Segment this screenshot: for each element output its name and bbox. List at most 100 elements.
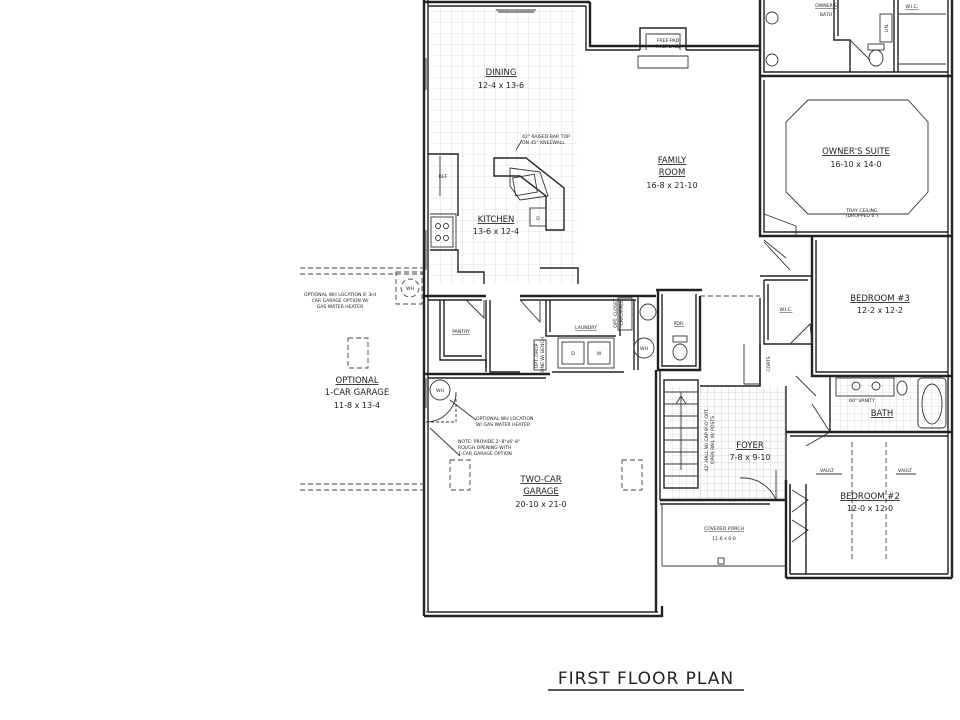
garage-walls — [425, 378, 656, 613]
fireplace-note-2: FIREPLACE — [656, 44, 681, 50]
water-heater — [633, 337, 655, 359]
bath-label: BATH — [871, 409, 894, 419]
rough-note-3: 1-CAR GARAGE OPTION — [458, 451, 512, 457]
kitchen-island — [493, 157, 565, 231]
owners-bath — [765, 0, 946, 72]
tray-note-1: TRAY CEILING — [845, 208, 878, 214]
owners-bath-label: OWNER'S — [815, 3, 837, 9]
ref-label: REF — [439, 174, 448, 180]
dining-window — [496, 9, 536, 13]
foyer-tile-floor — [666, 386, 786, 500]
pdr-toilet — [672, 335, 688, 361]
wh-pdr-label: WH — [640, 346, 648, 352]
pantry-label: PANTRY — [452, 329, 470, 335]
family-label-2: ROOM — [659, 168, 686, 178]
foyer-label: FOYER — [736, 441, 764, 451]
fireplace — [637, 27, 689, 69]
rough-opening-leader — [429, 427, 461, 457]
optional-wh-note-3: GAS WATER HEATER — [317, 304, 364, 310]
half-wall-note-1: 42" HALL W/ CAP 8'-0" OPT. — [704, 408, 710, 471]
exterior-walls — [422, 0, 954, 618]
vanity-note: 60" VANITY — [849, 398, 875, 404]
optional-garage-label: OPTIONAL — [335, 376, 378, 386]
dryer-label: D — [571, 351, 575, 357]
opt-drop-note-1: OPT. DROP — [534, 343, 540, 368]
porch-dims: 11-6 x 6-0 — [712, 536, 736, 542]
opt-closet-note-1: OPT. CLOSET — [613, 298, 619, 328]
garage-skylight-left — [449, 459, 471, 491]
vault-right-note: VAULT — [898, 468, 912, 474]
bedroom2-dims: 12-0 x 12-0 — [847, 504, 893, 513]
stairs — [663, 379, 699, 489]
bar-top-leader — [515, 139, 523, 151]
vault-left-note: VAULT — [820, 468, 834, 474]
owners-suite-dims: 16-10 x 14-0 — [830, 160, 881, 169]
wh-leader — [449, 399, 477, 421]
owners-suite — [763, 99, 929, 236]
optional-wh2-note-2: W/ GAS WATER HEATER — [476, 422, 531, 428]
coat-closet — [743, 344, 760, 385]
bedroom2 — [786, 430, 952, 574]
laundry-label: LAUNDRY — [575, 325, 597, 331]
optional-wh-note-2: CAR GARAGE OPTION W/ — [312, 298, 369, 304]
suite-hall-door — [763, 239, 787, 259]
optional-garage-skylight — [347, 337, 369, 369]
optional-garage-label-2: 1-CAR GARAGE — [325, 388, 389, 398]
owners-wic-label: W.I.C. — [906, 4, 919, 10]
coats-label: COATS — [766, 356, 772, 371]
pantry-door — [465, 299, 485, 320]
dining-dims: 12-4 x 13-6 — [478, 81, 524, 90]
optional-garage-outline — [300, 267, 424, 491]
optional-wh-symbol — [400, 278, 420, 298]
kitchen-label: KITCHEN — [478, 215, 515, 225]
opt-drop-note-2: ZONE W/ BENCH — [540, 337, 546, 375]
drop-zone-closet — [617, 297, 633, 331]
covered-porch — [661, 504, 786, 567]
utility-walls — [424, 288, 702, 612]
wic2-label: W.I.C. — [780, 307, 793, 313]
foyer-dims: 7-8 x 9-10 — [729, 453, 770, 462]
owners-suite-label: OWNER'S SUITE — [822, 147, 890, 157]
wh-garage-label: WH — [436, 388, 444, 394]
owners-bath-label-2: BATH — [820, 12, 832, 18]
garage-skylight-right — [621, 459, 643, 491]
bedroom2-label: BEDROOM #2 — [840, 492, 900, 502]
pdr-sink — [639, 303, 657, 321]
washer-label: W — [597, 351, 602, 357]
bar-top-note-1: 42" RAISED BAR TOP — [522, 134, 570, 140]
bedroom3-label: BEDROOM #3 — [850, 294, 910, 304]
laundry-door — [519, 299, 541, 324]
garage-water-heater — [429, 379, 451, 401]
dining-label: DINING — [486, 68, 517, 78]
kitchen-counters — [428, 153, 579, 284]
washer-dryer — [557, 337, 615, 369]
optional-wh2-note-1: OPTIONAL WH LOCATION — [476, 416, 533, 422]
bedroom3-door — [763, 241, 791, 271]
family-dims: 16-8 x 21-10 — [646, 181, 697, 190]
opt-closet-note-2: CATCH-ALL — [619, 300, 625, 325]
fireplace-note-1: FREE-PAD — [657, 38, 680, 44]
rough-note-2: ROUGH OPENING WITH — [458, 445, 511, 451]
optional-garage-dims: 11-8 x 13-4 — [334, 401, 380, 410]
bar-top-note-2: ON 45° KNEEWALL — [522, 140, 565, 146]
half-wall-note-2: OPEN RAIL W/ POSTS — [710, 416, 716, 464]
garage-dims: 20-10 x 21-0 — [515, 500, 566, 509]
optional-wh-note-1: OPTIONAL WH LOCATION IF 3rd — [304, 292, 376, 298]
kitchen-dims: 13-6 x 12-4 — [473, 227, 519, 236]
porch-label: COVERED PORCH — [704, 526, 744, 532]
garage-label-2: GARAGE — [523, 487, 559, 497]
bath-tile-floor — [834, 376, 946, 432]
bedroom3-walls — [759, 236, 952, 397]
wh-opt-label: WH — [406, 286, 414, 292]
dishwasher-label: D — [536, 216, 540, 222]
rough-note-1: NOTE: PROVIDE 2'-8"x6'-8" — [458, 439, 520, 445]
linen-label: LIN. — [884, 24, 890, 33]
pdr-label: PDR. — [674, 321, 685, 327]
tray-note-2: (DROPPED 6") — [846, 213, 879, 219]
bedroom3-dims: 12-2 x 12-2 — [857, 306, 903, 315]
plan-title: FIRST FLOOR PLAN — [558, 669, 734, 689]
kitchen-tile-floor — [430, 6, 578, 283]
garage-label: TWO-CAR — [519, 475, 561, 485]
drop-zone-bench — [533, 339, 547, 371]
